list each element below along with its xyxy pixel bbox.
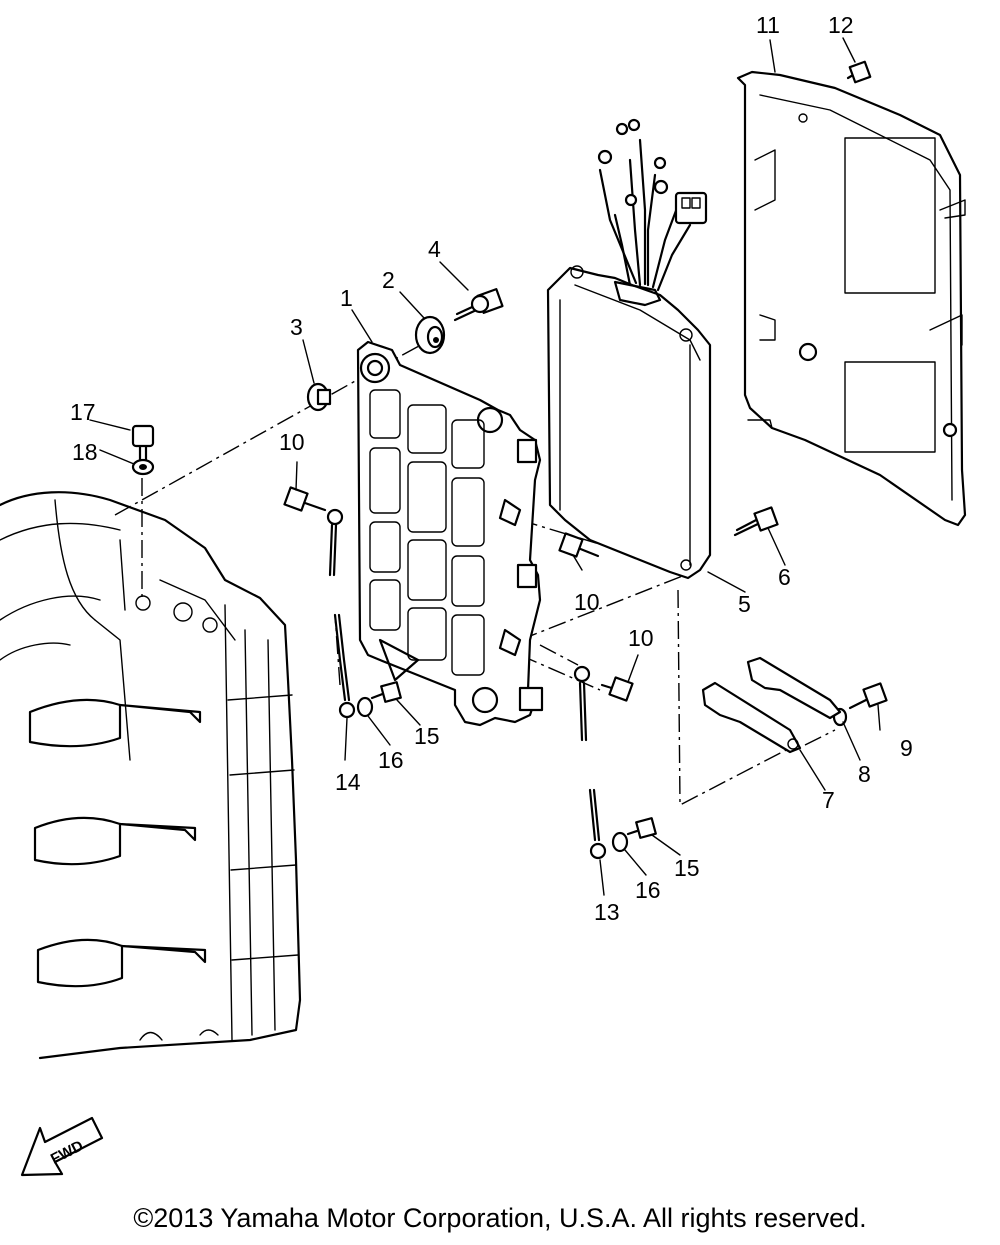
bolts <box>131 60 888 853</box>
callout-17: 17 <box>70 399 96 425</box>
callout-1: 1 <box>340 285 353 311</box>
callout-15-right: 15 <box>674 855 700 881</box>
callout-10-right: 10 <box>628 625 654 651</box>
mounting-brackets <box>701 656 842 754</box>
callout-11: 11 <box>756 12 780 38</box>
cdi-unit <box>546 118 712 580</box>
grommet <box>414 315 446 355</box>
ground-leads <box>326 508 607 860</box>
callout-10-middle: 10 <box>574 589 600 615</box>
callout-18: 18 <box>72 439 98 465</box>
callout-4: 4 <box>428 236 441 262</box>
callout-2: 2 <box>382 267 395 293</box>
callout-5: 5 <box>738 591 751 617</box>
callout-7: 7 <box>822 787 835 813</box>
bracket-plate <box>356 340 544 727</box>
callout-10-left: 10 <box>279 429 305 455</box>
copyright-notice: ©2013 Yamaha Motor Corporation, U.S.A. A… <box>133 1203 867 1233</box>
callout-16-right: 16 <box>635 877 661 903</box>
callout-13: 13 <box>594 899 620 925</box>
fwd-arrow-icon: FWD <box>20 1116 104 1177</box>
callout-15-left: 15 <box>414 723 440 749</box>
callout-6: 6 <box>778 564 791 590</box>
callout-8: 8 <box>858 761 871 787</box>
leader-lines <box>89 37 881 896</box>
collar <box>306 382 332 412</box>
callout-16-left: 16 <box>378 747 404 773</box>
callout-12: 12 <box>828 12 854 38</box>
engine-block <box>0 491 302 1060</box>
callout-3: 3 <box>290 314 303 340</box>
cover <box>736 70 967 527</box>
callout-14: 14 <box>335 769 361 795</box>
callout-labels: 1 2 3 4 5 6 7 8 9 10 10 10 11 12 13 14 1… <box>70 12 913 925</box>
callout-9: 9 <box>900 735 913 761</box>
